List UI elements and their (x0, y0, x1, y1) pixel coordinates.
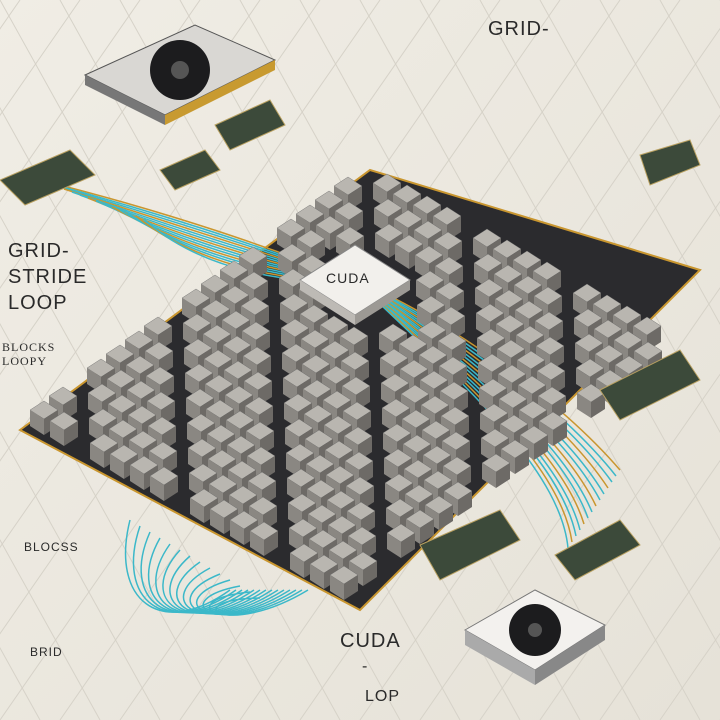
wire (182, 567, 279, 615)
label-grid-top: GRID- (488, 18, 550, 40)
label-cuda-bottom: CUDA (340, 630, 401, 652)
wire (140, 531, 243, 614)
processor-block (481, 453, 511, 488)
label-dash: - (362, 658, 369, 675)
cuda-chip (299, 244, 411, 325)
label-blocks-loop: BLOCKS LOOPY (2, 340, 55, 368)
label-line: LOOP (8, 292, 68, 314)
gridline (0, 538, 101, 720)
wire (208, 589, 303, 616)
label-lop: LOP (365, 688, 401, 705)
gridline (0, 430, 161, 720)
gridline (539, 459, 720, 720)
gridline (599, 0, 720, 218)
wire (162, 549, 261, 614)
processor-block (519, 425, 549, 460)
label-cuda-chip: CUDA (326, 270, 370, 286)
processor-block (405, 509, 435, 544)
wire (124, 519, 231, 613)
wire (155, 543, 255, 614)
wire (176, 561, 273, 615)
wire (215, 589, 309, 616)
gridline (0, 0, 141, 203)
gpu-card-top-left (83, 24, 277, 125)
processor-block (149, 466, 179, 501)
gridline (0, 0, 201, 289)
label-line: BLOCKS (2, 340, 56, 354)
label-line: STRIDE (8, 266, 88, 288)
gridline (0, 0, 261, 376)
label-line: LOOPY (2, 354, 48, 368)
processor-block (386, 523, 416, 558)
wire (147, 537, 249, 614)
processor-block (49, 411, 79, 446)
wire (189, 573, 285, 615)
fan-unit-bottom-right (463, 589, 607, 685)
processor-block (89, 433, 119, 468)
label-blocks-lower: BLOCSS (24, 540, 79, 554)
label-brid: BRID (30, 645, 63, 659)
processor-block (329, 565, 359, 600)
wire (202, 585, 297, 616)
gridline (0, 322, 221, 720)
processor-block (249, 521, 279, 556)
wire (169, 555, 267, 614)
gridline (539, 0, 720, 326)
gridline (599, 546, 720, 720)
small-chip-boards (0, 99, 701, 581)
gridline (479, 373, 720, 720)
label-grid-stride-loop: GRID- STRIDE LOOP (8, 238, 87, 316)
label-line: GRID- (8, 240, 70, 262)
wire (196, 579, 291, 615)
processor-block (576, 383, 606, 418)
